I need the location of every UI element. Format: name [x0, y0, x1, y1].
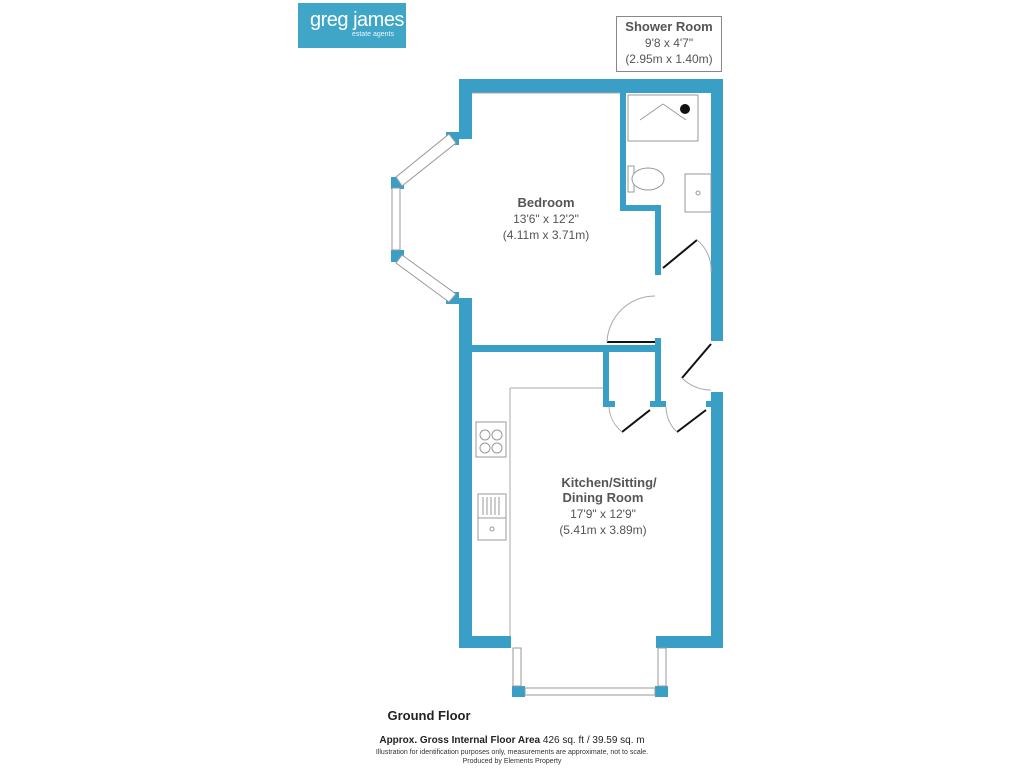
- kitchen-window-bottom: [524, 687, 656, 696]
- door-shower-arc: [696, 239, 712, 273]
- shower-tray-outline: [627, 94, 699, 142]
- bay-window-upper: [395, 133, 457, 187]
- kitchen-sink: [477, 493, 507, 541]
- wall-left: [459, 298, 472, 648]
- shower-room-metric: (2.95m x 1.40m): [625, 52, 713, 66]
- shower-room-imperial: 9'8 x 4'7": [644, 36, 694, 50]
- disclaimer: Illustration for identification purposes…: [375, 749, 649, 756]
- shower-room-name: Shower Room: [625, 19, 713, 34]
- hob-ring-3: [479, 442, 491, 454]
- bedroom-label: Bedroom 13'6" x 12'2" (4.11m x 3.71m): [503, 195, 589, 242]
- shower-tray-line-2: [662, 103, 687, 121]
- walls: [391, 79, 723, 697]
- wall-cupboard-stub: [603, 401, 615, 407]
- basin-tap: [695, 190, 701, 196]
- hob-ring-2: [491, 429, 503, 441]
- agency-logo: greg james estate agents: [298, 3, 406, 48]
- bay-bottom-right: [655, 686, 668, 697]
- bay-window-middle: [391, 187, 401, 251]
- bay-window-lower: [395, 254, 457, 303]
- wall-hall-left: [655, 205, 661, 275]
- sink-drain: [489, 526, 495, 532]
- door-cupboard-arc: [608, 406, 623, 433]
- area-label: Approx. Gross Internal Floor Area: [379, 735, 541, 746]
- producer-credit: Produced by Elements Property: [462, 758, 562, 765]
- bedroom-name: Bedroom: [517, 195, 574, 210]
- wall-cupboard-left: [603, 345, 609, 407]
- shower-tray-line-1: [639, 103, 664, 121]
- kitchen-imperial: 17'9" x 12'9": [570, 507, 636, 521]
- kitchen-window-right: [657, 647, 667, 687]
- door-shower: [662, 239, 698, 269]
- wall-shower-left: [620, 93, 626, 208]
- wall-hall-lower: [655, 338, 661, 406]
- bay-bottom-left: [512, 686, 525, 697]
- door-front: [681, 343, 712, 379]
- wall-top: [459, 79, 723, 93]
- door-kitchen-arc: [665, 406, 678, 433]
- shower-drain: [680, 104, 690, 114]
- door-bedroom-arc: [606, 295, 656, 343]
- floor-area: Approx. Gross Internal Floor Area 426 sq…: [0, 735, 1024, 746]
- kitchen-window-left: [512, 647, 522, 687]
- wall-right-lower: [711, 392, 723, 648]
- wall-bedroom-kitchen: [472, 345, 658, 352]
- bedroom-bay-windows: [391, 133, 457, 303]
- wall-cupboard-right-stub: [650, 401, 666, 407]
- shower-room-callout: Shower Room 9'8 x 4'7" (2.95m x 1.40m): [616, 16, 722, 72]
- kitchen-bay-windows: [512, 647, 667, 696]
- floor-title: Ground Floor: [387, 708, 471, 723]
- basin: [684, 173, 712, 213]
- wall-right-upper: [711, 79, 723, 341]
- wall-shower-bottom: [620, 205, 660, 211]
- hob-ring-1: [479, 429, 491, 441]
- kitchen-metric: (5.41m x 3.89m): [559, 523, 646, 537]
- doors: [606, 239, 712, 433]
- kitchen-label: Kitchen/Sitting/ Dining Room 17'9" x 12'…: [559, 475, 657, 537]
- wall-bottom-left: [459, 636, 511, 648]
- bedroom-imperial: 13'6" x 12'2": [513, 212, 579, 226]
- hob-outline: [475, 421, 507, 458]
- sink-drainer: [477, 493, 507, 519]
- toilet: [627, 165, 665, 193]
- door-front-arc: [681, 377, 712, 391]
- toilet-bowl: [631, 167, 665, 191]
- kitchen-name-2: Dining Room: [563, 490, 644, 505]
- shower-tray: [627, 94, 699, 142]
- logo-brand: greg james: [310, 9, 404, 31]
- interior-lines: [472, 92, 620, 636]
- wall-entry-stub: [706, 401, 723, 407]
- kitchen-name-1: Kitchen/Sitting/: [561, 475, 657, 490]
- door-cupboard: [621, 409, 651, 433]
- door-kitchen: [676, 409, 707, 433]
- logo-tagline: estate agents: [351, 31, 394, 38]
- hob-ring-4: [491, 442, 503, 454]
- bedroom-metric: (4.11m x 3.71m): [503, 228, 589, 242]
- hob: [475, 421, 507, 458]
- wall-bottom-right: [656, 636, 723, 648]
- area-value: 426 sq. ft / 39.59 sq. m: [542, 735, 645, 746]
- wall-bedroom-left-top: [459, 79, 472, 139]
